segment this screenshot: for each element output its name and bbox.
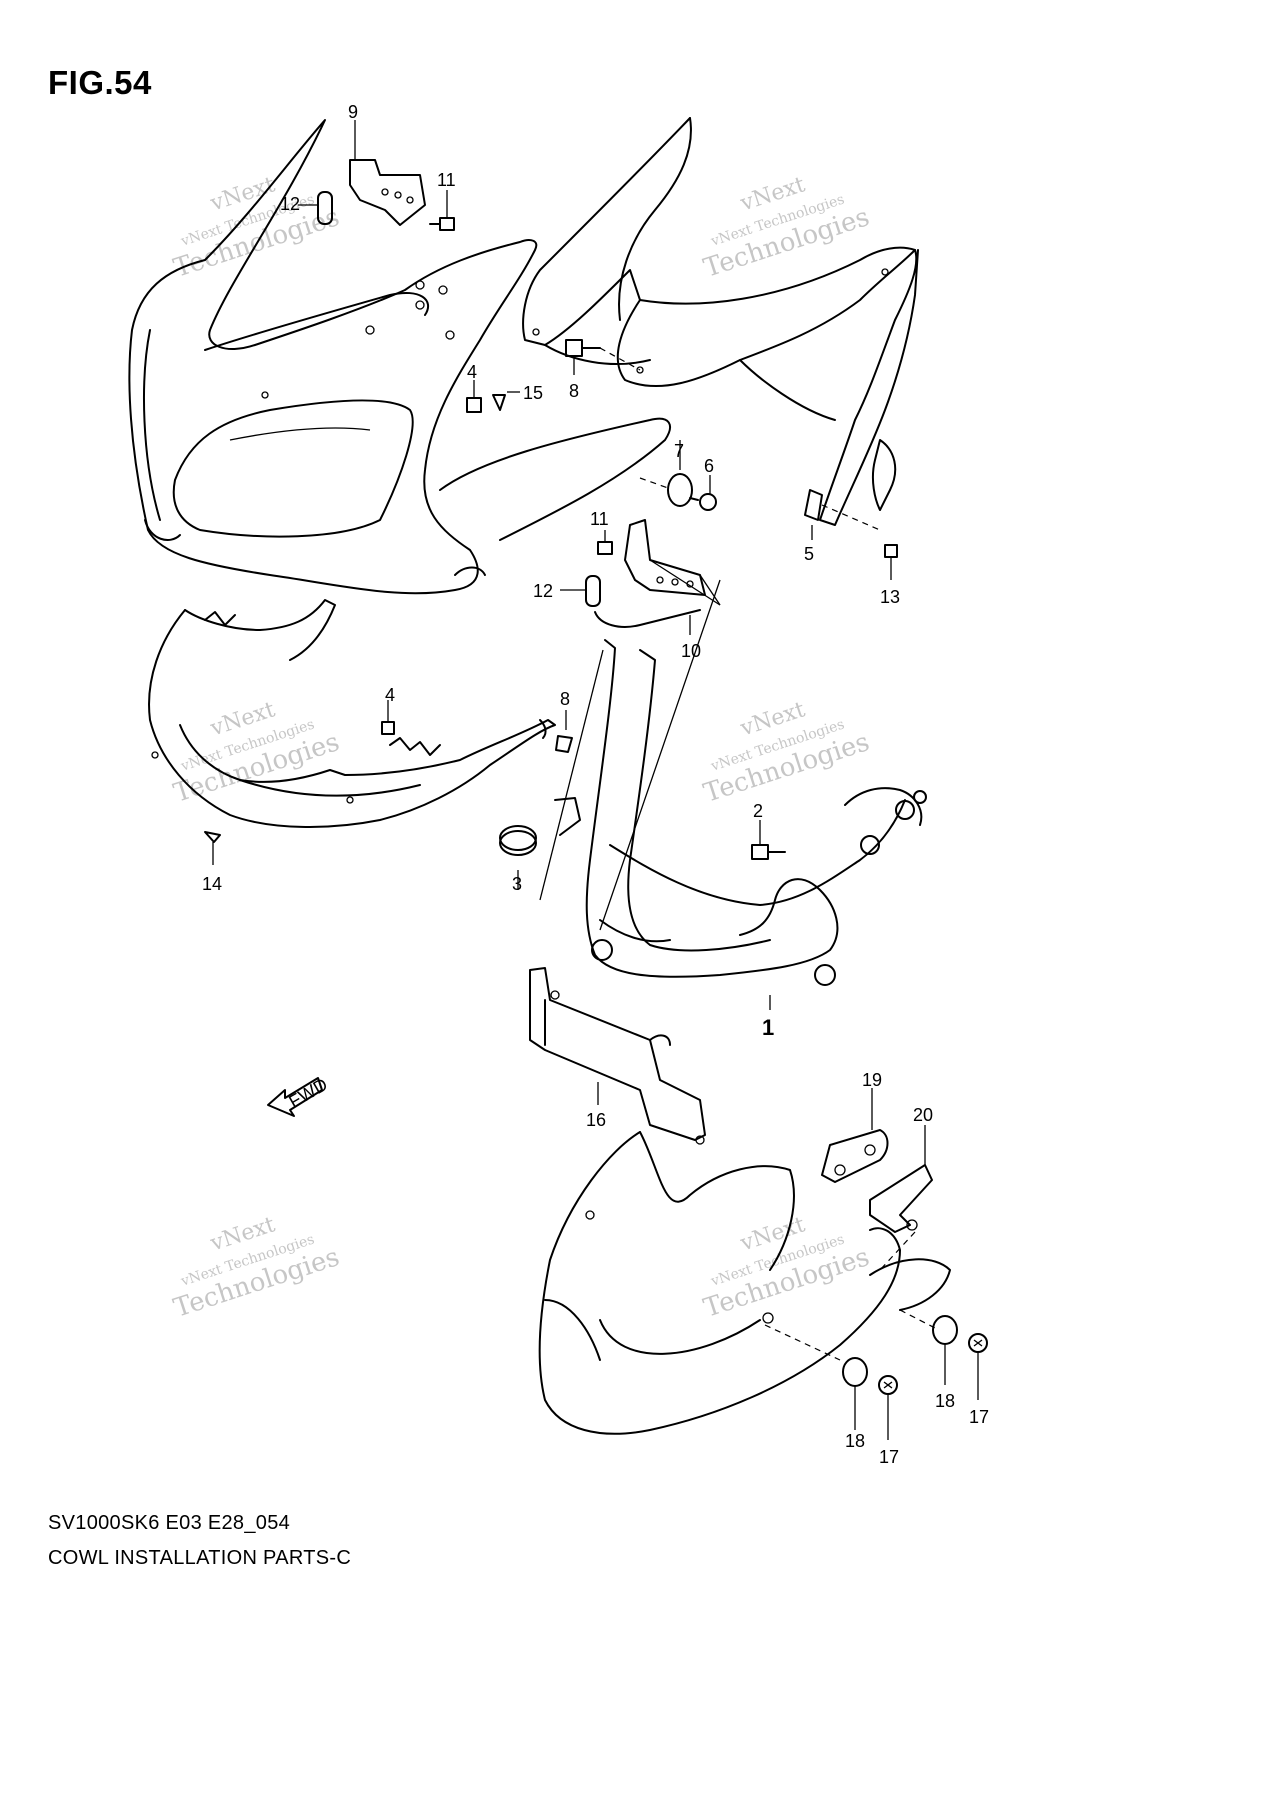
- bracket-20: [869, 1125, 933, 1271]
- screw-15: [492, 391, 520, 411]
- bracket-9: [349, 120, 426, 226]
- callout-18: 18: [935, 1391, 955, 1411]
- callout-5: 5: [804, 544, 814, 564]
- upper-cowl: [128, 119, 671, 595]
- callout-11: 11: [437, 170, 456, 190]
- model-code: SV1000SK6 E03 E28_054: [48, 1512, 291, 1534]
- under-cowl: [538, 1131, 951, 1435]
- lower-cowl: [148, 599, 556, 828]
- callout-12: 12: [533, 581, 553, 601]
- callout-8: 8: [569, 381, 579, 401]
- watermark-4: vNext vNext Technologies Technologies: [700, 697, 873, 809]
- callout-16: 16: [586, 1110, 606, 1130]
- frame-bracket-16: [529, 967, 706, 1145]
- callout-9: 9: [348, 102, 358, 122]
- bolt-11-middle: [597, 530, 613, 555]
- screw-13: [884, 544, 898, 580]
- fwd-arrow-icon: FWD: [267, 1074, 331, 1117]
- bolt-11-upper: [429, 190, 455, 231]
- callout-10: 10: [681, 641, 701, 661]
- callout-3: 3: [512, 874, 522, 894]
- inner-cowl-panel: [522, 117, 919, 526]
- section-name: COWL INSTALLATION PARTS-C: [48, 1547, 352, 1569]
- fwd-label: FWD: [285, 1074, 330, 1112]
- bolt-2: [751, 820, 786, 860]
- callout-12: 12: [280, 194, 300, 214]
- callout-15: 15: [523, 383, 543, 403]
- figure-title: FIG.54: [48, 64, 152, 101]
- screw-6: [689, 475, 717, 511]
- grommet-7: [639, 440, 693, 507]
- callout-2: 2: [753, 801, 763, 821]
- watermark-6: vNext vNext Technologies Technologies: [700, 1212, 873, 1324]
- callout-14: 14: [202, 874, 222, 894]
- callout-17: 17: [879, 1447, 899, 1467]
- callout-4: 4: [467, 362, 477, 382]
- cowl-brace-1: [539, 579, 927, 1010]
- callout-4: 4: [385, 685, 395, 705]
- callout-7: 7: [674, 441, 684, 461]
- bracket-19: [821, 1088, 889, 1183]
- clip-4-upper: [466, 380, 482, 413]
- watermark-3: vNext vNext Technologies Technologies: [170, 697, 343, 809]
- callout-6: 6: [704, 456, 714, 476]
- callout-1: 1: [762, 1015, 774, 1040]
- grommet-18-right: [932, 1315, 958, 1385]
- callout-17: 17: [969, 1407, 989, 1427]
- bolt-8-upper: [565, 339, 641, 375]
- watermark-1: vNext vNext Technologies Technologies: [170, 172, 343, 284]
- callout-11: 11: [590, 509, 609, 529]
- callout-19: 19: [862, 1070, 882, 1090]
- callout-20: 20: [913, 1105, 933, 1125]
- screw-17-right: [968, 1333, 988, 1400]
- screw-8-lower: [555, 710, 573, 753]
- watermark-2: vNext vNext Technologies Technologies: [700, 172, 873, 284]
- bracket-10: [594, 519, 721, 635]
- pin-12-middle: [560, 575, 601, 607]
- pin-12-upper: [298, 191, 333, 225]
- callout-13: 13: [880, 587, 900, 607]
- screw-17-left: [878, 1375, 898, 1440]
- clip-5: [804, 489, 881, 540]
- callout-18: 18: [845, 1431, 865, 1451]
- screw-14: [204, 831, 221, 865]
- watermark-5: vNext vNext Technologies Technologies: [170, 1212, 343, 1324]
- grommet-3: [499, 825, 537, 890]
- grommet-18-left: [842, 1357, 868, 1430]
- callout-8: 8: [560, 689, 570, 709]
